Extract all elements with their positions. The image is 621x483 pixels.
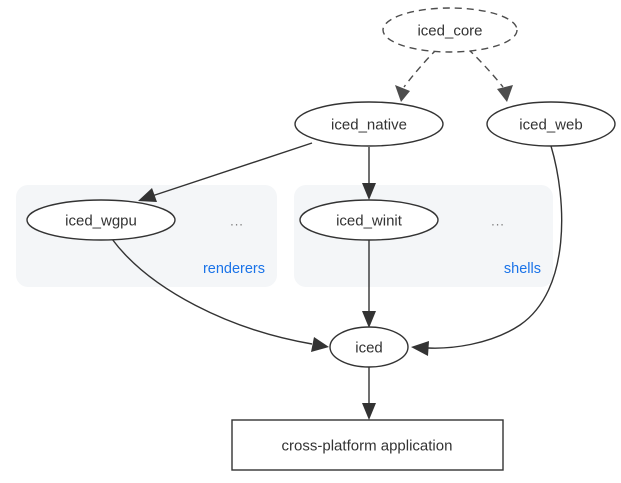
node-iced_wgpu-shape [26, 199, 176, 241]
node-iced[interactable]: iced [329, 326, 409, 368]
edge-iced_native-to-iced_wgpu [138, 142, 313, 202]
node-iced_web[interactable]: iced_web [486, 101, 616, 147]
node-iced_wgpu[interactable]: iced_wgpu [26, 199, 176, 241]
edge-iced_web-to-iced [411, 145, 563, 356]
node-iced_winit[interactable]: iced_winit [299, 199, 439, 241]
edge-iced_winit-to-iced [362, 240, 376, 328]
node-iced_wgpu-label: iced_wgpu [65, 213, 137, 230]
node-iced_native[interactable]: iced_native [294, 101, 444, 147]
edge-iced_core-to-iced_native [395, 48, 438, 102]
edge-iced_native-to-iced_winit [362, 147, 376, 200]
node-iced_web-shape [486, 101, 616, 147]
edge-iced_wgpu-to-iced [111, 238, 329, 352]
node-iced_core[interactable]: iced_core [382, 7, 518, 53]
edge-iced-to-application [362, 367, 376, 420]
node-iced_core-label: iced_core [417, 23, 482, 40]
node-iced_web-label: iced_web [519, 117, 582, 134]
edge-iced_core-to-iced_web [467, 48, 513, 102]
cluster-shells-ellipsis: ... [491, 214, 505, 229]
node-iced_winit-shape [299, 199, 439, 241]
node-application[interactable]: cross-platform application [231, 419, 504, 471]
node-iced_core-shape [382, 7, 518, 53]
node-iced_native-label: iced_native [331, 117, 407, 134]
node-iced_winit-label: iced_winit [336, 213, 403, 230]
cluster-renderers-ellipsis: ... [230, 214, 244, 229]
cluster-shells-label: shells [504, 261, 541, 277]
node-iced-shape [329, 326, 409, 368]
node-application-label: cross-platform application [282, 438, 453, 455]
node-iced-label: iced [355, 340, 383, 357]
cluster-renderers-label: renderers [203, 261, 265, 277]
node-iced_native-shape [294, 101, 444, 147]
node-application-shape [231, 419, 504, 471]
